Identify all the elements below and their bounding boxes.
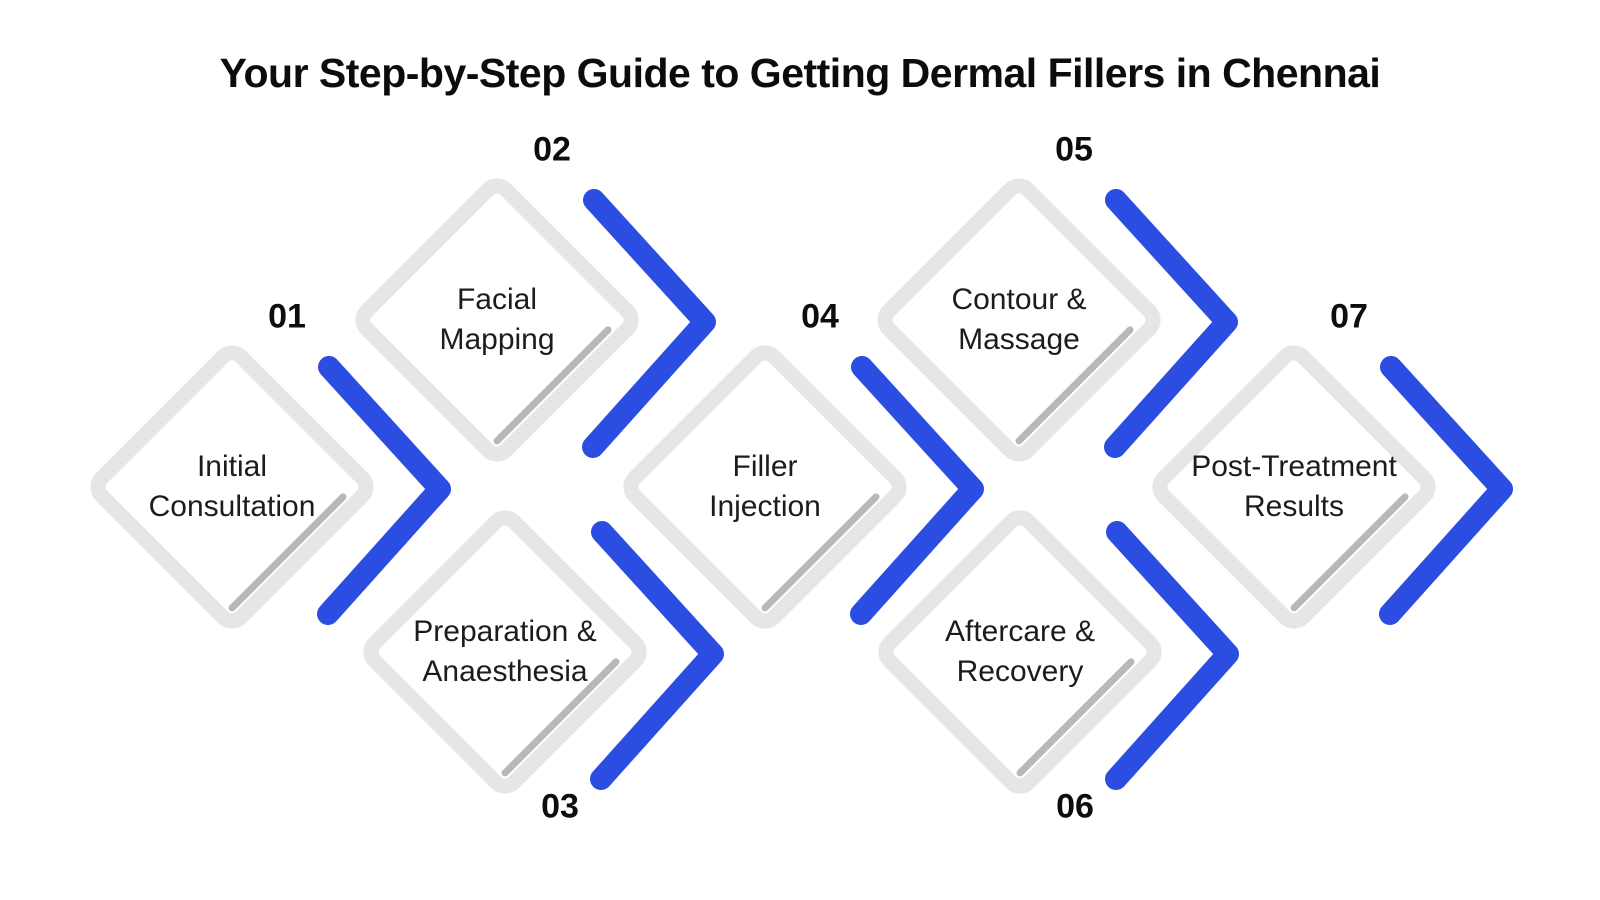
step-4-number: 04 [801, 297, 839, 336]
arrow-chevron-icon [1379, 356, 1513, 625]
arrow-chevron-icon [1105, 521, 1239, 790]
step-5: Contour & Massage 05 [869, 131, 1238, 470]
step-5-label: Contour & Massage [951, 283, 1087, 356]
step-3-label: Preparation & Anaesthesia [413, 615, 597, 688]
step-6-number: 06 [1056, 787, 1094, 826]
step-1-label: Initial Consultation [148, 450, 316, 523]
step-4: Filler Injection 04 [615, 298, 984, 637]
step-7-number: 07 [1330, 297, 1368, 336]
step-6: Aftercare & Recovery 06 [870, 502, 1239, 826]
step-2-label: Facial Mapping [439, 283, 555, 356]
step-6-label: Aftercare & Recovery [944, 615, 1096, 688]
step-3: Preparation & Anaesthesia 03 [355, 502, 724, 826]
step-3-number: 03 [541, 787, 579, 826]
arrow-chevron-icon [850, 356, 984, 625]
step-1-number: 01 [268, 297, 306, 336]
step-2: Facial Mapping 02 [347, 131, 716, 470]
arrow-chevron-icon [582, 189, 716, 458]
step-5-number: 05 [1055, 130, 1093, 169]
step-2-number: 02 [533, 130, 571, 169]
step-4-label: Filler Injection [709, 450, 821, 523]
step-7-label: Post-Treatment Results [1191, 450, 1397, 523]
page-title: Your Step-by-Step Guide to Getting Derma… [219, 50, 1381, 96]
step-1: Initial Consultation 01 [82, 298, 451, 637]
arrow-chevron-icon [1104, 189, 1238, 458]
arrow-chevron-icon [317, 356, 451, 625]
step-7: Post-Treatment Results 07 [1144, 298, 1513, 637]
arrow-chevron-icon [590, 521, 724, 790]
